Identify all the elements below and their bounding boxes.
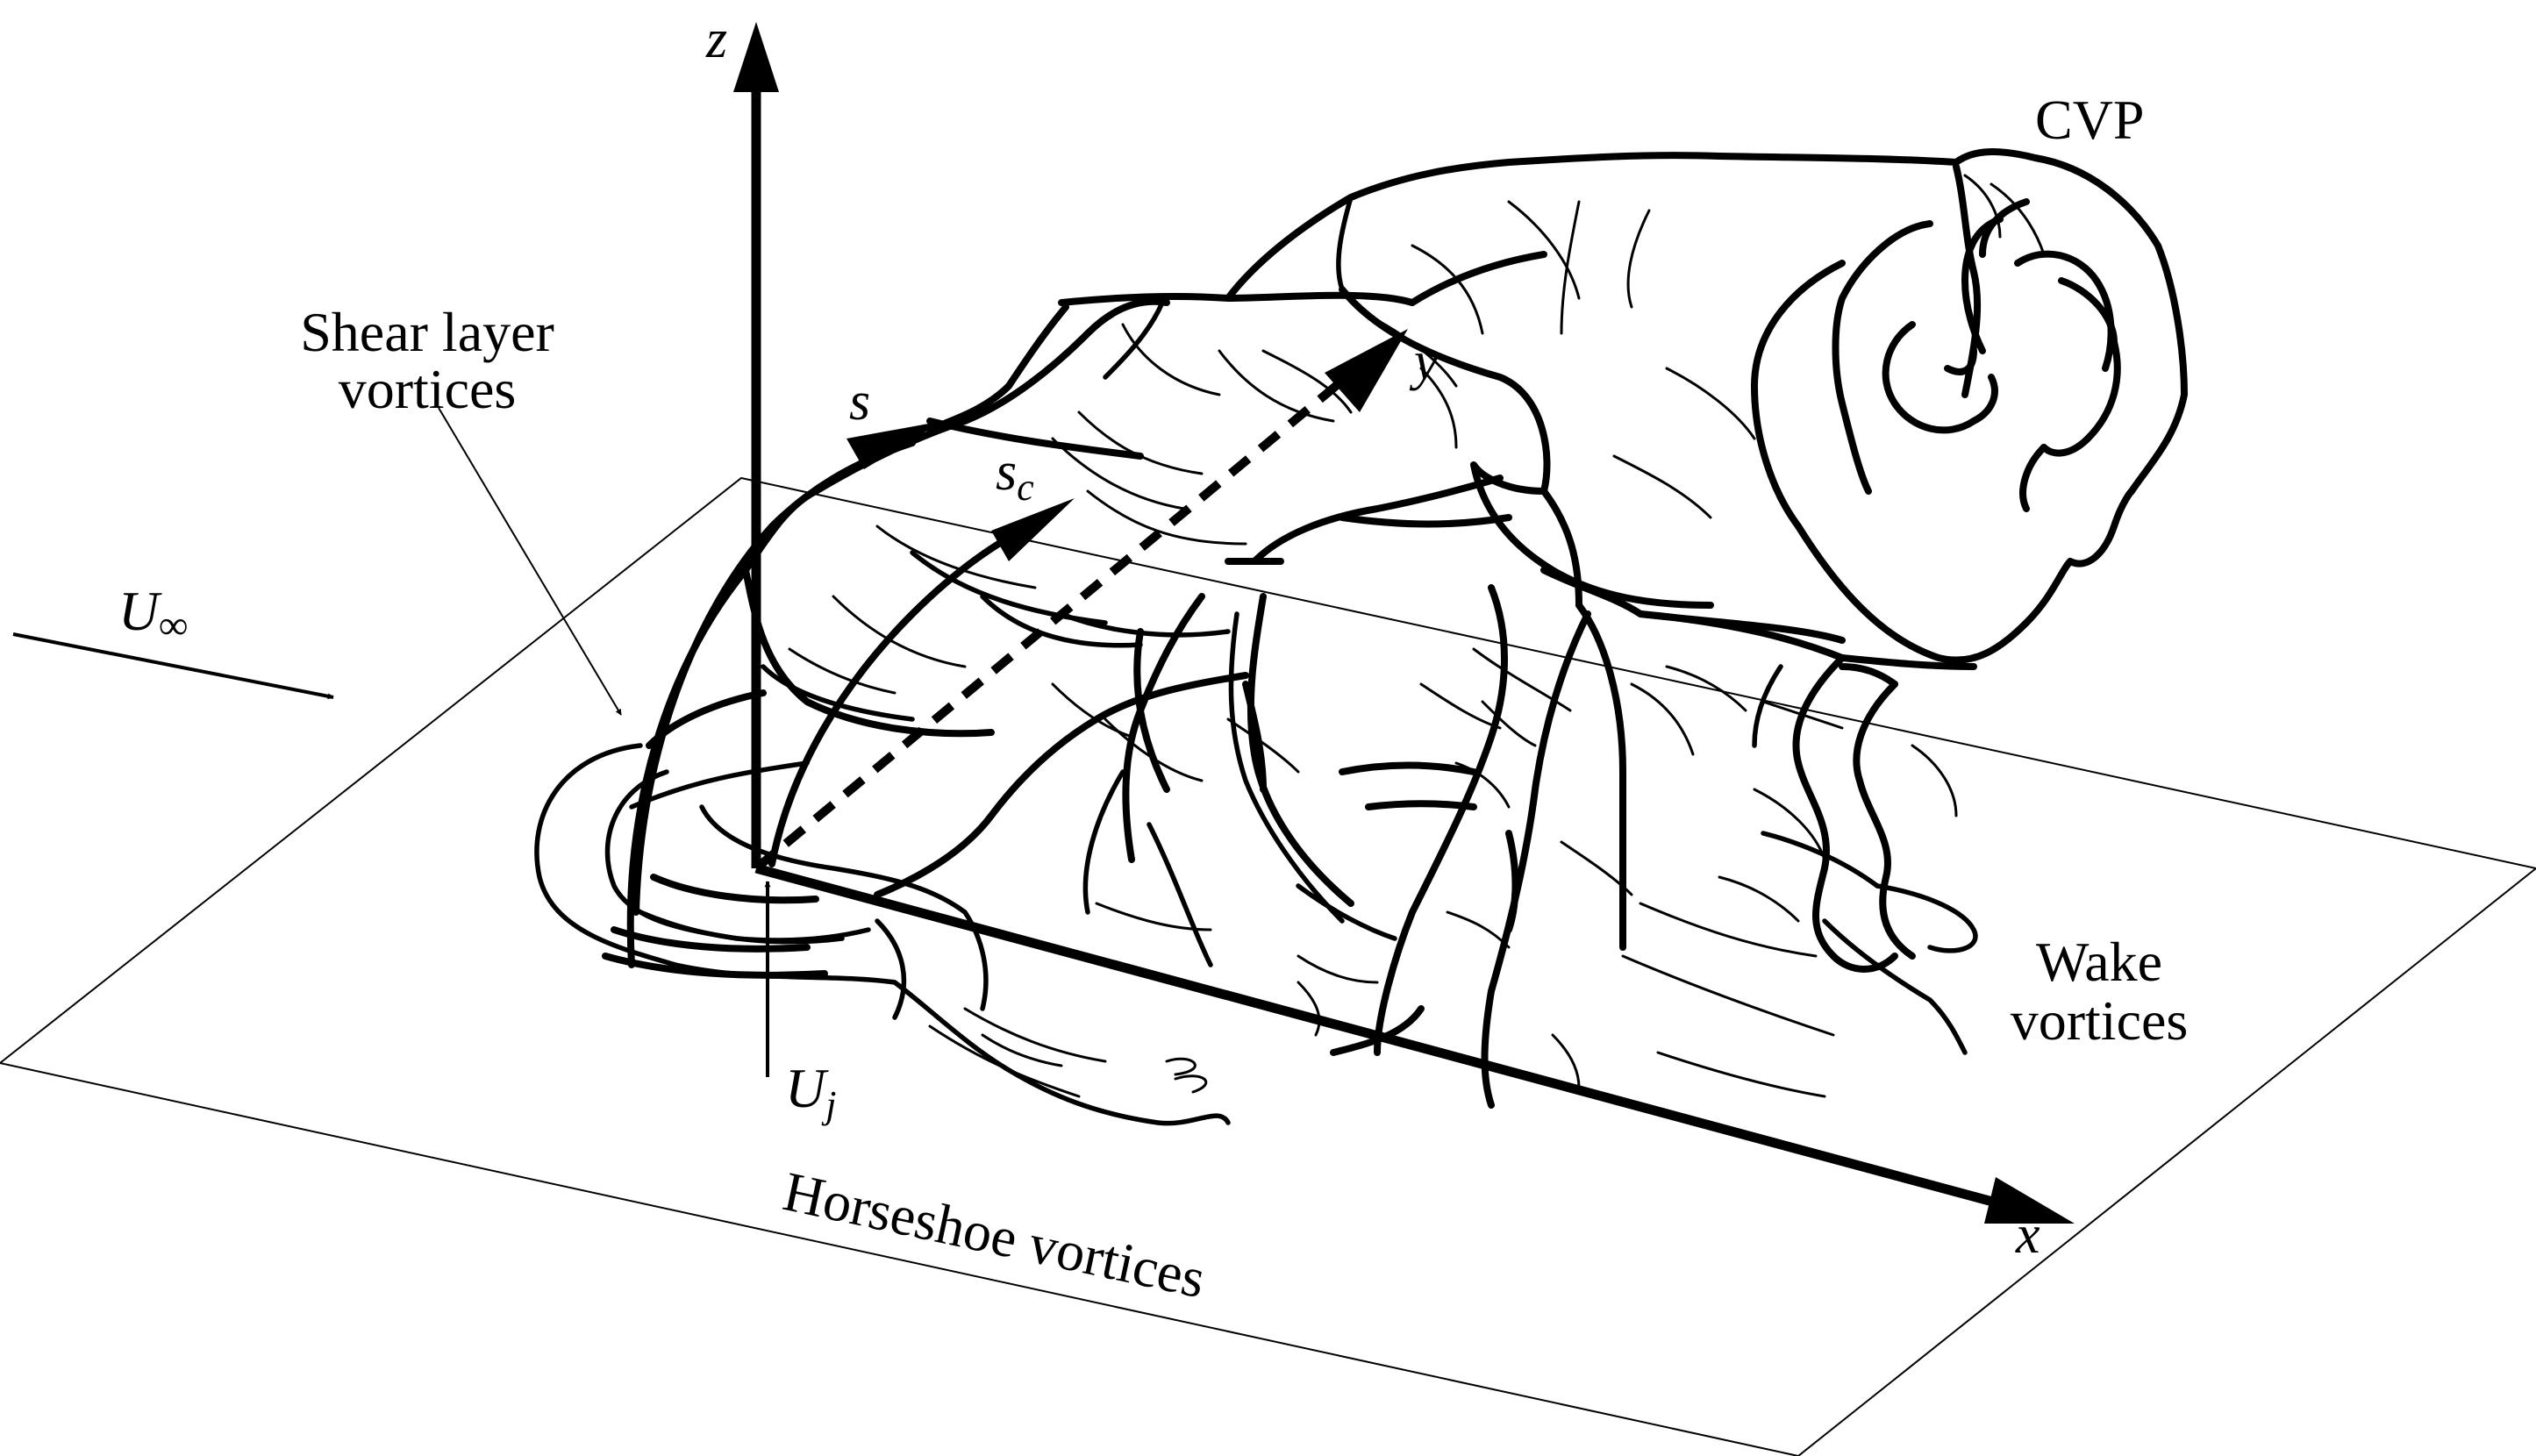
- shear-layer-label-line1: Shear layer: [300, 301, 554, 363]
- jet-velocity-label: Uj: [785, 1057, 836, 1126]
- s-axis-label: s: [849, 372, 870, 432]
- jet-velocity-base: U: [785, 1057, 829, 1119]
- wake-label-line1: Wake: [2036, 931, 2162, 993]
- shear-layer-label-line2: vortices: [339, 358, 517, 420]
- cvp-body: [1225, 148, 2188, 670]
- freestream-base: U: [118, 580, 162, 642]
- freestream-subscript: ∞: [159, 603, 188, 647]
- trajectory-sc-curve: [768, 518, 1043, 867]
- jet-shear-layer: [626, 291, 1416, 1020]
- y-axis-label: y: [1409, 332, 1439, 391]
- trajectory-s-arrowhead: [847, 421, 943, 469]
- shear-layer-pointer: [438, 407, 622, 716]
- freestream-arrow: [12, 632, 334, 700]
- trajectory-s-curve: [632, 439, 916, 916]
- x-axis-arrowhead: [1984, 1177, 2075, 1224]
- y-axis-arrowhead: [1325, 329, 1408, 412]
- wake-vortex-lines: [963, 558, 1978, 1109]
- jet-exit-lines: [602, 926, 828, 979]
- y-axis-dashed: [753, 374, 1350, 872]
- z-axis-arrowhead: [733, 22, 779, 92]
- horseshoe-label: Horseshoe vortices: [778, 1160, 1211, 1310]
- sc-base: s: [996, 442, 1017, 502]
- z-axis-label: z: [705, 10, 727, 69]
- jet-velocity-subscript: j: [821, 1083, 836, 1126]
- cvp-label: CVP: [2035, 89, 2145, 151]
- ground-plane: [0, 476, 2536, 1456]
- x-axis-label: x: [2015, 1205, 2040, 1265]
- sc-subscript: c: [1017, 466, 1034, 509]
- wake-label-line2: vortices: [2011, 989, 2189, 1052]
- x-axis-line: [754, 863, 2011, 1211]
- freestream-label: U∞: [118, 580, 188, 647]
- trajectory-sc-arrowhead: [991, 498, 1075, 561]
- sc-axis-label: sc: [996, 442, 1034, 509]
